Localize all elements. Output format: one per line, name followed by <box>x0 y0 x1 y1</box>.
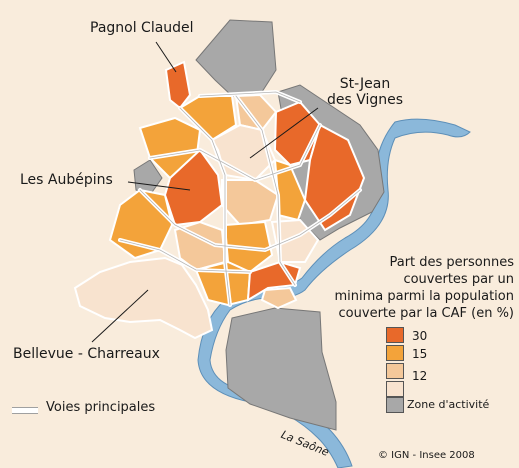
roads-key-symbol <box>12 407 38 414</box>
legend-title-line2: couvertes par un <box>403 272 514 287</box>
label-pagnol-claudel: Pagnol Claudel <box>90 20 194 36</box>
legend-title-line4: couverte par la CAF (en %) <box>338 306 514 321</box>
legend-swatch-12 <box>386 363 404 379</box>
districts <box>73 60 366 340</box>
legend-swatch-low <box>386 381 404 397</box>
district-south-f <box>260 286 298 310</box>
legend-value-15: 15 <box>412 347 428 361</box>
district-north-b <box>234 93 278 132</box>
label-stjean: St-Jean des Vignes <box>305 76 425 108</box>
activity-zone-west <box>133 159 163 196</box>
legend-swatch-30 <box>386 327 404 343</box>
credit-text: © IGN - Insee 2008 <box>378 450 475 461</box>
legend-title-line3: minima parmi la population <box>334 289 514 304</box>
roads-key-label: Voies principales <box>46 400 156 415</box>
district-aubepins <box>163 148 224 227</box>
label-stjean-line1: St-Jean <box>339 76 391 92</box>
district-stjean-b <box>303 123 366 232</box>
district-pagnol-north <box>164 60 192 110</box>
legend-title: Part des personnes couvertes par un mini… <box>318 254 514 322</box>
activity-zone-north <box>195 19 277 97</box>
legend-activity-zone-label: Zone d'activité <box>407 398 490 411</box>
legend-value-12: 12 <box>412 369 428 383</box>
legend-swatch-15 <box>386 345 404 361</box>
leader-lines <box>91 41 319 343</box>
legend-value-30: 30 <box>412 329 428 343</box>
label-stjean-line2: des Vignes <box>326 92 404 108</box>
label-aubepins: Les Aubépins <box>20 172 113 188</box>
district-west-a <box>108 188 174 260</box>
label-bellevue-charreaux: Bellevue - Charreaux <box>13 346 160 362</box>
legend-title-line1: Part des personnes <box>389 255 514 270</box>
district-bellevue <box>73 256 214 340</box>
district-center-mid <box>221 179 280 227</box>
activity-zone-south <box>225 307 337 431</box>
legend-swatch-activity-zone <box>386 397 404 413</box>
